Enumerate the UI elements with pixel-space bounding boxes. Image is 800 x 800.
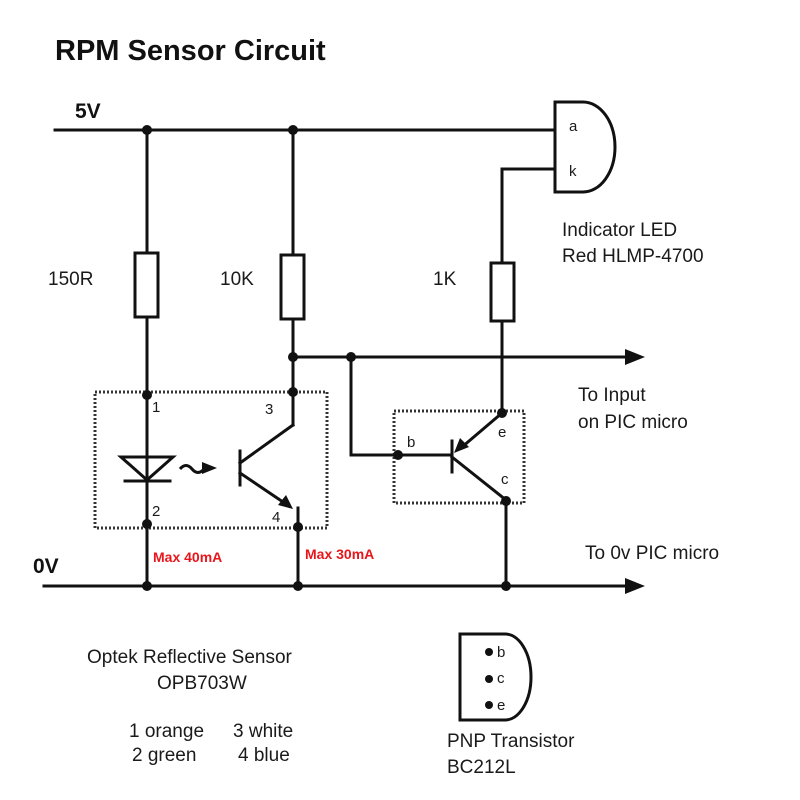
junction-dot — [288, 352, 298, 362]
supply-rail-label: 5V — [75, 100, 101, 123]
sensor-pin-4: 4 — [272, 509, 280, 526]
pnp-pin-base: b — [407, 434, 415, 451]
wire-color-3: 3 white — [233, 721, 293, 742]
junction-dot — [393, 450, 403, 460]
diagram-title: RPM Sensor Circuit — [55, 35, 326, 67]
pnp-pin-collector: c — [501, 471, 509, 488]
sensor-pin-3: 3 — [265, 401, 273, 418]
sensor-package-outline — [93, 390, 329, 530]
output-input-label-line2: on PIC micro — [578, 412, 688, 433]
pnp-caption-line2: BC212L — [447, 757, 516, 778]
wire-led-cathode — [500, 167, 557, 265]
led-pin-anode: a — [569, 118, 578, 135]
sensor-caption-line2: OPB703W — [157, 673, 247, 694]
junction-dot — [501, 496, 511, 506]
wire-color-2: 2 green — [132, 745, 196, 766]
led-pin-cathode: k — [569, 163, 577, 180]
junction-dot — [142, 125, 152, 135]
ir-diode-icon — [117, 455, 177, 483]
junction-dot — [288, 125, 298, 135]
output-ground-label: To 0v PIC micro — [585, 543, 719, 564]
junction-dot — [142, 581, 152, 591]
resistor-10k-label: 10K — [220, 269, 254, 290]
resistor-1k-label: 1K — [433, 269, 457, 290]
resistor-10k — [279, 253, 306, 321]
junctions — [142, 125, 511, 591]
wire-color-1: 1 orange — [129, 721, 204, 742]
pnp-pinout-icon: b c e — [458, 632, 533, 722]
resistor-1k — [489, 261, 516, 323]
led-caption-line1: Indicator LED — [562, 220, 677, 241]
junction-dot — [293, 522, 303, 532]
wire-color-4: 4 blue — [238, 745, 290, 766]
sensor-pin-2: 2 — [152, 503, 160, 520]
junction-dot — [142, 519, 152, 529]
led-caption-line2: Red HLMP-4700 — [562, 246, 704, 267]
signal-output-arrow — [625, 349, 645, 365]
led-package — [553, 100, 617, 194]
junction-dot — [501, 581, 511, 591]
junction-dot — [142, 390, 152, 400]
pnp-caption-line1: PNP Transistor — [447, 731, 575, 752]
ground-output-arrow — [625, 578, 645, 594]
resistor-150r — [133, 251, 160, 319]
pnp-pin-emitter: e — [498, 424, 506, 441]
junction-dot — [288, 387, 298, 397]
light-emission-icon — [178, 462, 217, 474]
output-input-label-line1: To Input — [578, 385, 646, 406]
junction-dot — [497, 408, 507, 418]
junction-dot — [346, 352, 356, 362]
ground-rail-label: 0V — [33, 555, 59, 578]
transistor-current-limit: Max 30mA — [305, 546, 374, 562]
sensor-caption-line1: Optek Reflective Sensor — [87, 647, 293, 668]
led-current-limit: Max 40mA — [153, 549, 222, 565]
pinout-b: b — [497, 644, 505, 661]
pinout-e: e — [497, 697, 505, 714]
sensor-pin-1: 1 — [152, 399, 160, 416]
pinout-c: c — [497, 670, 505, 687]
pnp-transistor-icon — [398, 410, 509, 588]
resistor-150r-label: 150R — [48, 269, 93, 290]
junction-dot — [293, 581, 303, 591]
phototransistor-icon — [237, 422, 300, 588]
